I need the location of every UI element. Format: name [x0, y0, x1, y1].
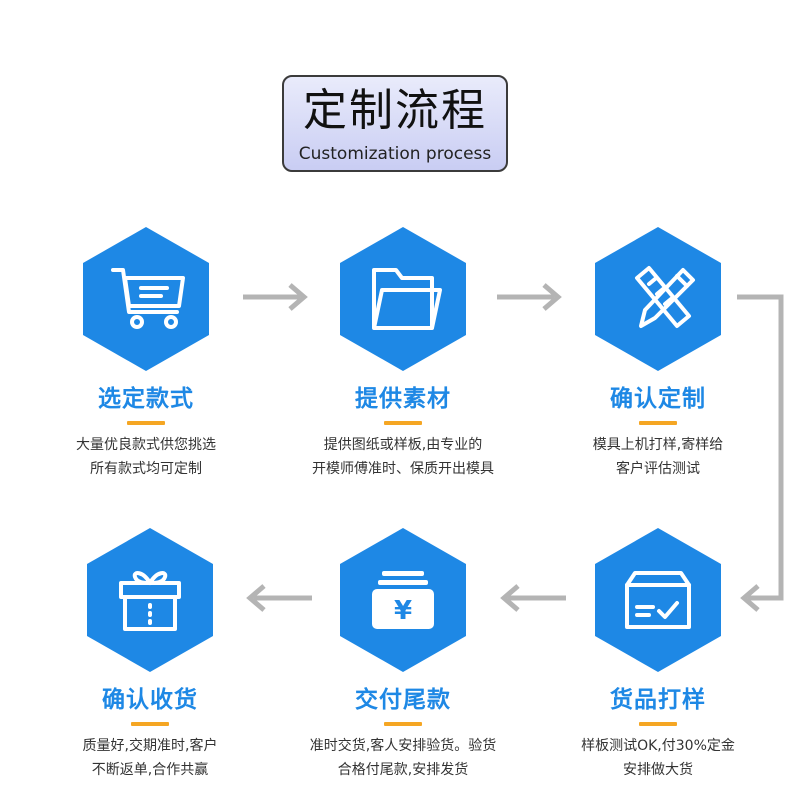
page-subtitle: Customization process	[298, 144, 492, 164]
title-underline	[639, 421, 677, 425]
shopping-cart-icon	[111, 268, 185, 329]
title-box: 定制流程 Customization process	[282, 75, 508, 172]
arrow-right-2-icon	[497, 283, 562, 311]
step-description: 提供图纸或样板,由专业的开模师傅准时、保质开出模具	[312, 437, 494, 477]
hexagon-shape	[87, 528, 213, 672]
step-description: 模具上机打样,寄样给客户评估测试	[592, 437, 724, 477]
step-title: 货品打样	[610, 687, 706, 713]
step-title: 选定款式	[98, 386, 194, 412]
box-check-icon	[625, 571, 691, 629]
arrow-right-1-icon	[243, 283, 308, 311]
gift-box-icon	[119, 571, 181, 631]
step-description: 大量优良款式供您挑选所有款式均可定制	[76, 437, 216, 477]
title-underline	[127, 421, 165, 425]
folder-icon	[372, 268, 442, 330]
title-underline	[384, 421, 422, 425]
hexagon-shape	[83, 227, 209, 371]
page-title: 定制流程	[303, 85, 487, 136]
step-select-style: 选定款式 大量优良款式供您挑选所有款式均可定制	[36, 226, 256, 481]
title-underline	[384, 722, 422, 726]
step-title: 交付尾款	[355, 687, 451, 713]
yen-payment-icon: ¥	[372, 571, 434, 629]
hexagon-shape	[595, 528, 721, 672]
step-provide-materials: 提供素材 提供图纸或样板,由专业的开模师傅准时、保质开出模具	[293, 226, 513, 481]
svg-text:¥: ¥	[394, 596, 412, 626]
hexagon-shape	[595, 227, 721, 371]
title-underline	[131, 722, 169, 726]
step-sample-production: 货品打样 样板测试OK,付30%定金安排做大货	[548, 527, 768, 782]
step-description: 准时交货,客人安排验货。验货合格付尾款,安排发货	[309, 738, 497, 778]
arrow-left-2-icon	[246, 584, 312, 612]
step-title: 提供素材	[355, 386, 451, 412]
title-underline	[639, 722, 677, 726]
step-description: 样板测试OK,付30%定金安排做大货	[581, 738, 735, 778]
step-title: 确认收货	[102, 687, 198, 713]
arrow-down-connector-icon	[737, 294, 784, 612]
arrow-left-1-icon	[500, 584, 566, 612]
step-confirm-receipt: 确认收货 质量好,交期准时,客户不断返单,合作共赢	[40, 527, 260, 782]
pencil-ruler-icon	[635, 266, 695, 328]
step-description: 质量好,交期准时,客户不断返单,合作共赢	[82, 738, 218, 778]
step-title: 确认定制	[610, 386, 706, 412]
hexagon-shape: ¥	[340, 528, 466, 672]
step-confirm-customization: 确认定制 模具上机打样,寄样给客户评估测试	[548, 226, 768, 481]
hexagon-shape	[340, 227, 466, 371]
step-final-payment: ¥ 交付尾款 准时交货,客人安排验货。验货合格付尾款,安排发货	[293, 527, 513, 782]
